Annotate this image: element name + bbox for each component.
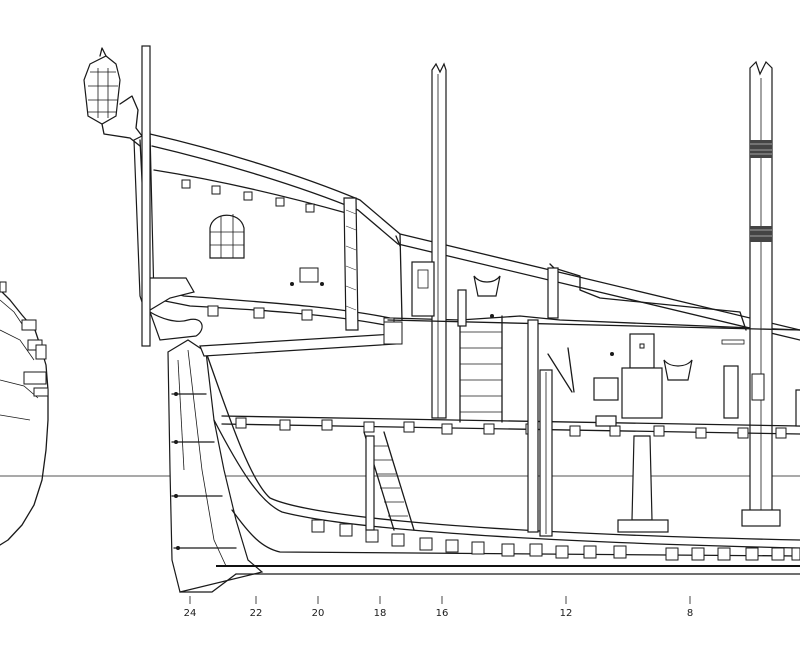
stern-window [209, 214, 245, 259]
frame-label-20: 20 [312, 608, 325, 619]
frame-number-scale: 24 22 20 18 16 12 8 [184, 596, 693, 619]
floor-timbers [311, 519, 800, 561]
deck-fittings [411, 261, 800, 427]
hull-bottom [179, 351, 800, 593]
frame-label-16: 16 [436, 608, 449, 619]
frame-label-22: 22 [250, 608, 263, 619]
frame-label-12: 12 [560, 608, 573, 619]
tiller [199, 321, 403, 357]
stern-lantern [83, 47, 143, 147]
frame-label-24: 24 [184, 608, 197, 619]
stern-castle [133, 131, 800, 341]
bow-section-view [0, 281, 49, 546]
main-mast [741, 60, 781, 527]
mizzen-mast [431, 62, 447, 419]
upper-deck [387, 319, 800, 331]
sternpost [167, 339, 264, 593]
frame-label-18: 18 [374, 608, 387, 619]
main-deck [221, 415, 800, 439]
frame-label-8: 8 [687, 608, 693, 619]
pump [547, 347, 619, 427]
companion-ladder [459, 315, 503, 423]
stanchions [365, 319, 553, 537]
ensign-staff [141, 45, 151, 347]
capstan [617, 333, 669, 533]
